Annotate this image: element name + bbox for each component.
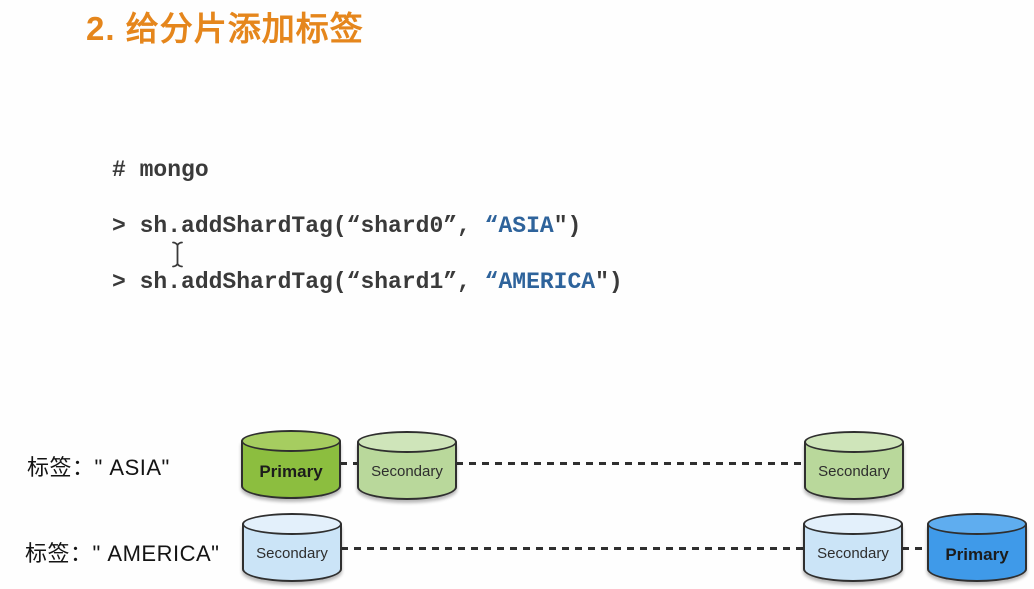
replica-role-label: Secondary bbox=[256, 545, 328, 562]
db-cylinder-secondary-america-1: Secondary bbox=[242, 513, 342, 583]
code-line-add-shard-tag-asia: > sh.addShardTag(“shard0”, “ASIA") bbox=[112, 213, 581, 239]
connector-dashed-line bbox=[341, 547, 804, 550]
cylinder-body bbox=[803, 524, 903, 582]
tag-label-america: 标签：" AMERICA" bbox=[25, 541, 220, 566]
connector-dashed-line bbox=[456, 462, 805, 465]
code-segment-keyword: “ASIA bbox=[484, 213, 554, 239]
code-comment-line: # mongo bbox=[112, 157, 209, 183]
cylinder-top-ellipse bbox=[241, 430, 341, 452]
db-cylinder-secondary-asia-1: Secondary bbox=[357, 431, 457, 501]
slide-title: 2. 给分片添加标签 bbox=[86, 10, 364, 47]
replica-role-label: Secondary bbox=[817, 545, 889, 562]
replica-role-label: Secondary bbox=[371, 463, 443, 480]
cylinder-top-ellipse bbox=[242, 513, 342, 535]
cylinder-top-ellipse bbox=[804, 431, 904, 453]
replica-role-label: Secondary bbox=[818, 463, 890, 480]
code-segment-plain: ") bbox=[595, 269, 623, 295]
connector-dashed-line bbox=[340, 462, 358, 465]
db-cylinder-primary-asia: Primary bbox=[241, 430, 341, 500]
cylinder-top-ellipse bbox=[927, 513, 1027, 535]
db-cylinder-secondary-america-2: Secondary bbox=[803, 513, 903, 583]
code-segment-plain: > sh.addShardTag(“shard0”, bbox=[112, 213, 485, 239]
code-segment-plain: ") bbox=[553, 213, 582, 239]
replica-role-label: Primary bbox=[945, 545, 1009, 564]
replica-role-label: Primary bbox=[259, 462, 323, 481]
tag-label-asia: 标签：" ASIA" bbox=[27, 455, 170, 480]
db-cylinder-primary-america: Primary bbox=[927, 513, 1027, 583]
db-cylinder-secondary-asia-2: Secondary bbox=[804, 431, 904, 501]
connector-dashed-line bbox=[902, 547, 928, 550]
code-segment-plain: > sh.addShardTag(“shard1”, bbox=[112, 269, 485, 295]
code-line-add-shard-tag-america: > sh.addShardTag(“shard1”, “AMERICA") bbox=[112, 269, 623, 295]
code-segment-keyword: “AMERICA bbox=[484, 269, 596, 295]
cylinder-top-ellipse bbox=[357, 431, 457, 453]
text-cursor-icon bbox=[170, 241, 185, 273]
cylinder-top-ellipse bbox=[803, 513, 903, 535]
